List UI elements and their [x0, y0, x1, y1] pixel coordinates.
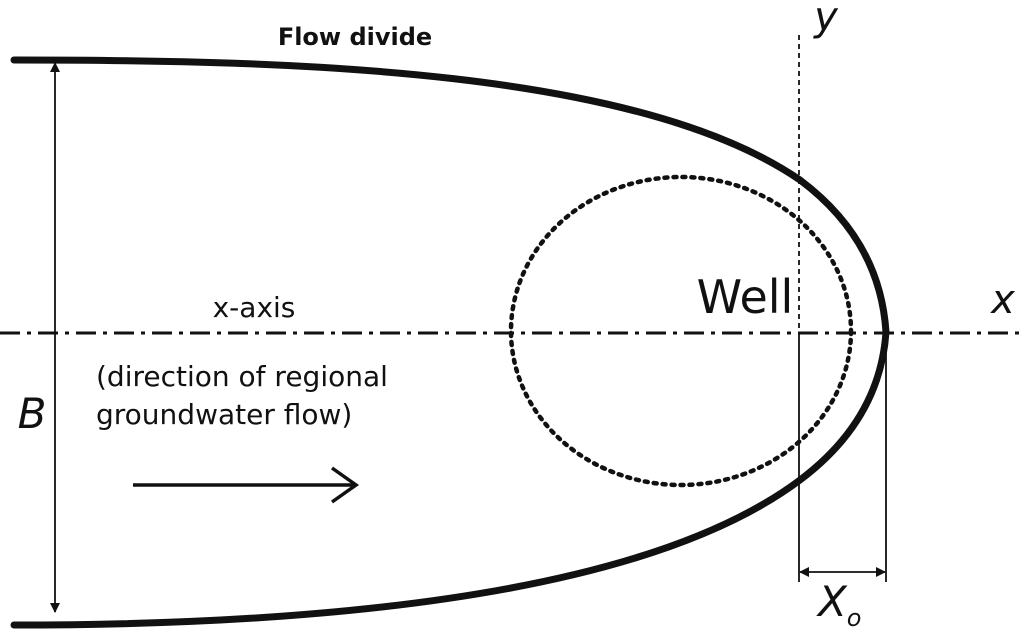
- direction-caption-line2: groundwater flow): [96, 398, 352, 431]
- width-label-b: B: [18, 389, 47, 438]
- flow-divide-label: Flow divide: [278, 23, 432, 51]
- stagnation-main: X: [816, 577, 848, 626]
- y-axis-label: y: [813, 0, 839, 40]
- x-axis-caption: x-axis: [213, 291, 296, 324]
- stagnation-label: Xo: [816, 577, 861, 631]
- stagnation-subscript: o: [847, 604, 862, 631]
- flow-divide-curve: [10, 56, 890, 629]
- direction-caption-line1: (direction of regional: [96, 360, 388, 393]
- x-axis-label: x: [989, 277, 1015, 323]
- well-radius-circle: [508, 174, 854, 488]
- well-label: Well: [697, 270, 794, 324]
- flow-direction-arrowhead-icon: [330, 466, 360, 504]
